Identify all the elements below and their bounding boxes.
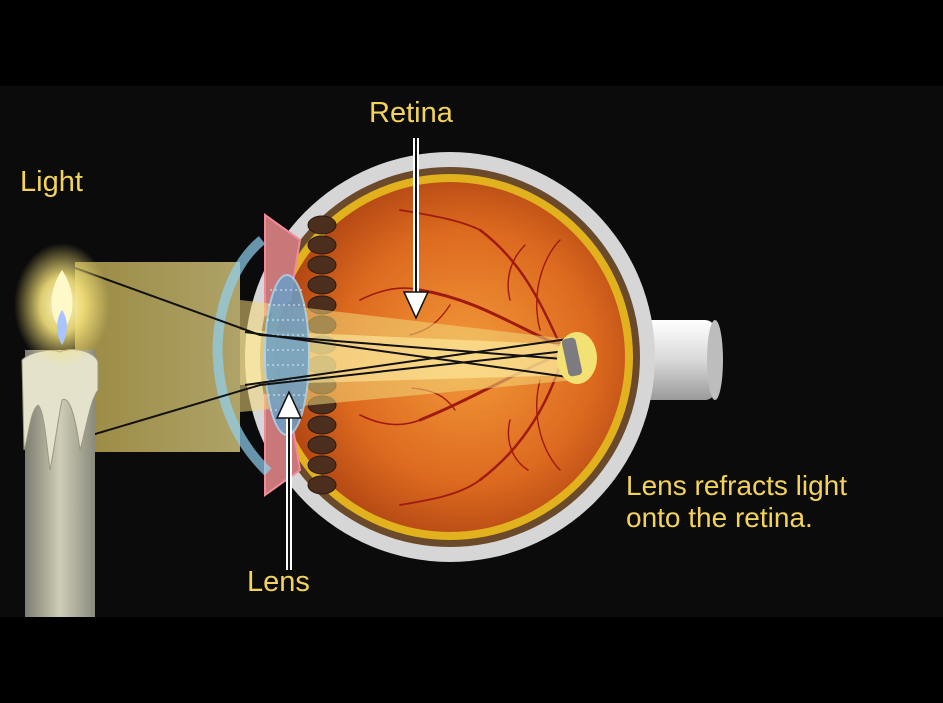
focal-point: [557, 332, 597, 384]
letterbox-bottom: [0, 617, 943, 703]
caption-line-1: Lens refracts light: [626, 470, 847, 501]
light-label: Light: [20, 166, 83, 198]
retina-pointer-arrow: [402, 138, 430, 320]
cornea: [212, 236, 272, 476]
light-rays: [74, 267, 576, 441]
letterbox-top: [0, 0, 943, 86]
candle-icon: [14, 243, 110, 618]
ciliary-body: [307, 215, 337, 495]
lens-pointer-arrow: [275, 390, 303, 570]
caption-line-2: onto the retina.: [626, 502, 813, 534]
caption-text: Lens refracts light onto the retina.: [626, 470, 847, 534]
retina-label: Retina: [369, 97, 453, 129]
lens-label: Lens: [247, 566, 310, 598]
